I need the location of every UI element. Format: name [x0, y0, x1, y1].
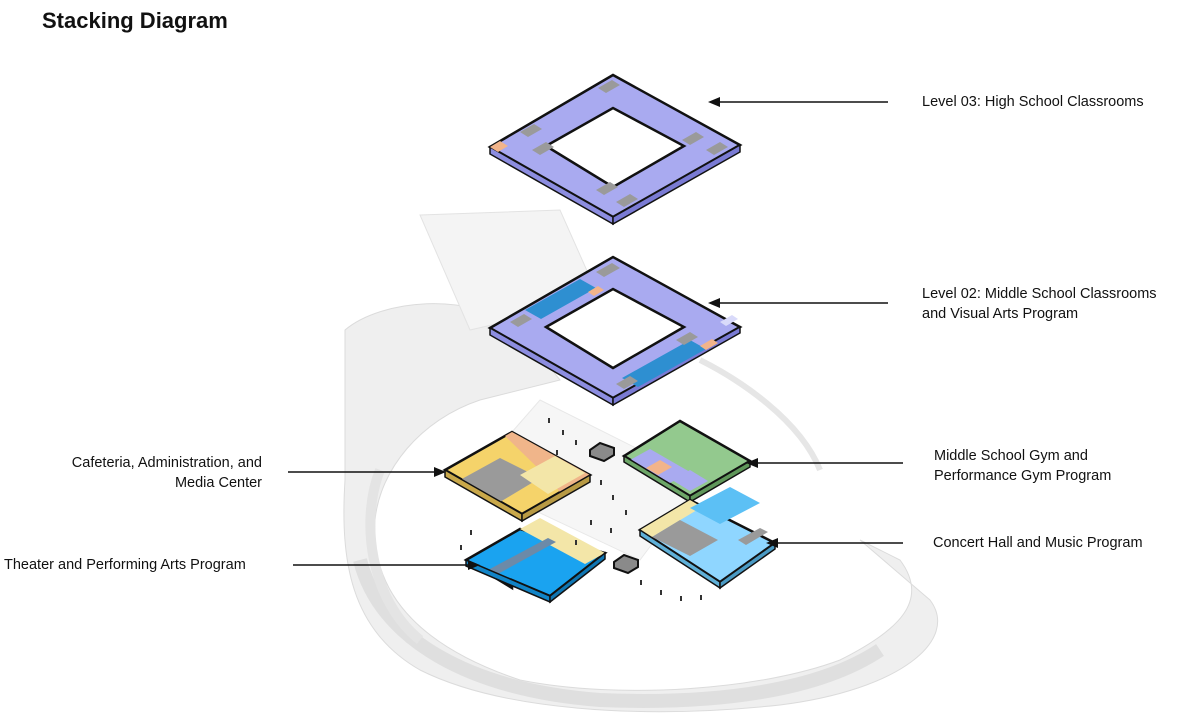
label-level-03: Level 03: High School Classrooms — [922, 94, 1144, 110]
connector-pavilions — [589, 441, 639, 575]
label-level-02: Level 02: Middle School Classrooms and V… — [922, 286, 1157, 322]
level-02-floor — [487, 255, 743, 407]
page-title: Stacking Diagram — [42, 8, 228, 33]
label-gym: Middle School Gym and Performance Gym Pr… — [934, 448, 1112, 484]
cafeteria-block — [442, 430, 593, 523]
leader-arrows — [288, 97, 903, 570]
label-theater: Theater and Performing Arts Program — [4, 557, 246, 573]
level-03-floor — [487, 73, 743, 226]
label-concert-hall: Concert Hall and Music Program — [933, 535, 1143, 551]
label-cafeteria: Cafeteria, Administration, and Media Cen… — [71, 455, 262, 491]
theater-block — [463, 518, 608, 604]
concert-hall-block — [637, 487, 778, 590]
gym-block — [621, 419, 753, 504]
people-markers — [460, 418, 702, 601]
